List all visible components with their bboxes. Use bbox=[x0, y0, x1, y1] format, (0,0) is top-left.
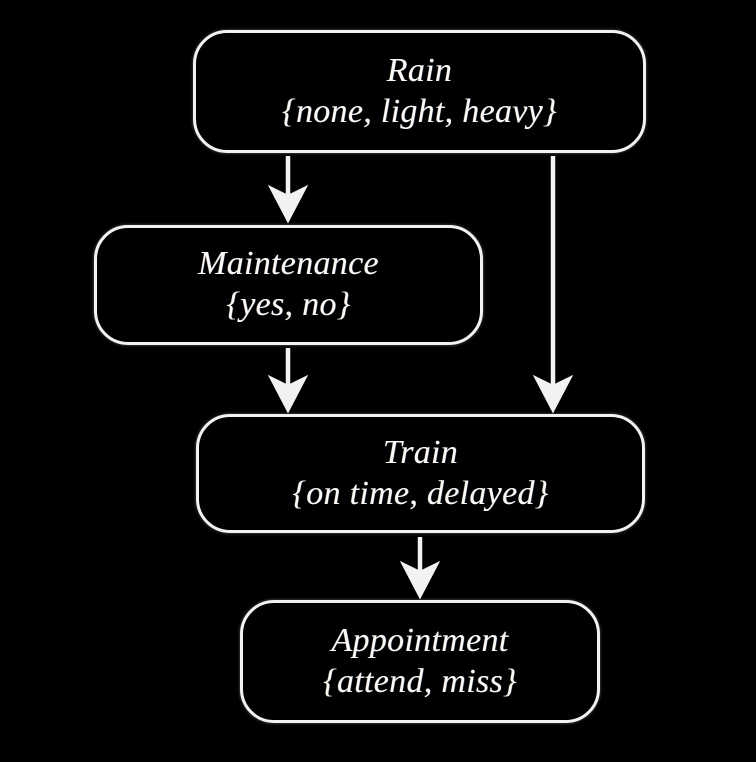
node-maintenance[interactable]: Maintenance {yes, no} bbox=[94, 225, 483, 345]
node-rain-states: {none, light, heavy} bbox=[282, 92, 557, 130]
node-appointment-title: Appointment bbox=[331, 621, 509, 659]
node-maintenance-states: {yes, no} bbox=[226, 286, 351, 323]
node-train-title: Train bbox=[382, 433, 459, 471]
node-rain-title: Rain bbox=[386, 51, 453, 89]
node-maintenance-title: Maintenance bbox=[198, 245, 379, 283]
node-train-states: {on time, delayed} bbox=[292, 474, 549, 512]
node-appointment-states: {attend, miss} bbox=[323, 662, 517, 700]
node-train[interactable]: Train {on time, delayed} bbox=[196, 414, 645, 533]
node-rain[interactable]: Rain {none, light, heavy} bbox=[193, 30, 646, 153]
node-appointment[interactable]: Appointment {attend, miss} bbox=[240, 600, 600, 723]
